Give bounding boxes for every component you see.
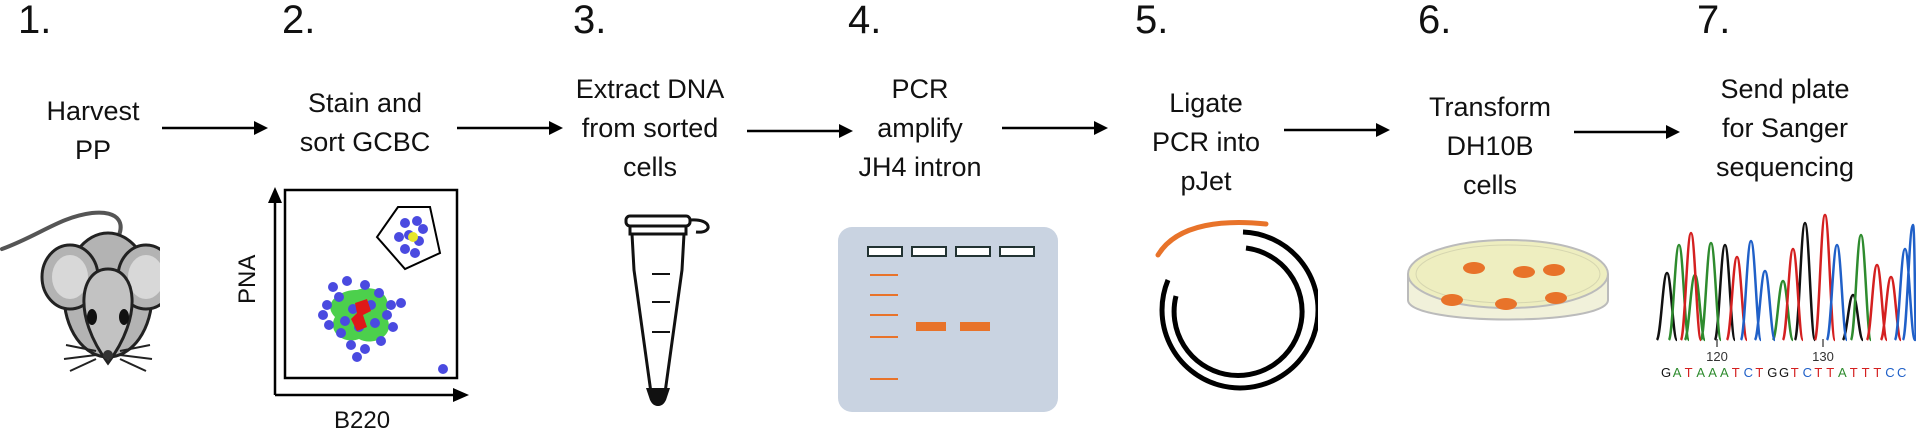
base-call: A <box>1720 365 1729 380</box>
step-2-line-2: sort GCBC <box>299 127 431 157</box>
base-call: G <box>1661 365 1671 380</box>
step-2-number: 2. <box>282 0 316 42</box>
step-6-line-1: Transform <box>1428 92 1551 122</box>
step-7-line-1: Send plate <box>1720 74 1850 104</box>
tick-label-130: 130 <box>1812 349 1834 364</box>
petri-dish-icon <box>1407 239 1609 321</box>
arrow-4-to-5 <box>1002 121 1108 135</box>
arrow-6-to-7 <box>1574 125 1680 139</box>
base-call: T <box>1826 365 1834 380</box>
arrow-5-to-6 <box>1284 123 1390 137</box>
base-call: C <box>1803 365 1812 380</box>
base-call: G <box>1779 365 1789 380</box>
arrow-1-to-2 <box>162 121 268 135</box>
chromatogram-traces <box>1655 213 1916 342</box>
base-call: T <box>1732 365 1740 380</box>
plasmid-icon <box>1155 220 1318 391</box>
step-7-line-2: for Sanger <box>1721 113 1849 143</box>
base-call: C <box>1885 365 1894 380</box>
step-4-line-2: amplify <box>877 113 963 143</box>
step-4-line-1: PCR <box>891 74 949 104</box>
base-call: T <box>1755 365 1763 380</box>
base-call: A <box>1673 365 1682 380</box>
base-call: G <box>1767 365 1777 380</box>
step-3-line-3: cells <box>622 152 677 182</box>
chromatogram-ticks <box>1716 339 1824 347</box>
step-3-line-2: from sorted <box>581 113 719 143</box>
step-1-line-2: PP <box>74 135 112 165</box>
step-6-line-3: cells <box>1462 170 1517 200</box>
step-4-line-3: JH4 intron <box>858 152 982 182</box>
step-7-line-3: sequencing <box>1715 152 1855 182</box>
step-1-number: 1. <box>18 0 52 42</box>
step-5-line-1: Ligate <box>1169 88 1243 118</box>
base-call: T <box>1873 365 1881 380</box>
base-call: C <box>1744 365 1753 380</box>
step-6-line-2: DH10B <box>1446 131 1534 161</box>
arrow-2-to-3 <box>457 121 563 135</box>
step-1-line-1: Harvest <box>46 96 140 126</box>
step-6-label: Transform DH10B cells <box>1405 88 1575 205</box>
step-6-number: 6. <box>1418 0 1452 42</box>
step-7-number: 7. <box>1697 0 1731 42</box>
base-call: T <box>1814 365 1822 380</box>
step-5-number: 5. <box>1135 0 1169 42</box>
step-4-label: PCR amplify JH4 intron <box>835 70 1005 187</box>
base-call: T <box>1685 365 1693 380</box>
step-2-label: Stain and sort GCBC <box>280 84 450 162</box>
gel-icon <box>838 227 1058 412</box>
step-2-line-1: Stain and <box>307 88 423 118</box>
base-call: A <box>1696 365 1705 380</box>
y-axis-label: PNA <box>234 254 261 304</box>
base-call: A <box>1708 365 1717 380</box>
step-3-number: 3. <box>573 0 607 42</box>
base-call: T <box>1850 365 1858 380</box>
tube-icon <box>624 214 710 406</box>
step-7-label: Send plate for Sanger sequencing <box>1690 70 1880 187</box>
step-1-label: Harvest PP <box>23 92 163 170</box>
step-5-line-2: PCR into <box>1151 127 1261 157</box>
mouse-icon <box>0 210 160 372</box>
x-axis-label: B220 <box>334 407 391 434</box>
step-4-number: 4. <box>848 0 882 42</box>
arrow-3-to-4 <box>747 124 853 138</box>
tick-label-120: 120 <box>1706 349 1728 364</box>
base-call: T <box>1862 365 1870 380</box>
base-call: C <box>1897 365 1906 380</box>
step-3-line-1: Extract DNA <box>575 74 725 104</box>
step-5-label: Ligate PCR into pJet <box>1126 84 1286 201</box>
base-call: A <box>1838 365 1847 380</box>
step-3-label: Extract DNA from sorted cells <box>560 70 740 187</box>
flow-cytometry-plot <box>268 187 469 402</box>
step-5-line-3: pJet <box>1180 166 1232 196</box>
base-call: T <box>1791 365 1799 380</box>
